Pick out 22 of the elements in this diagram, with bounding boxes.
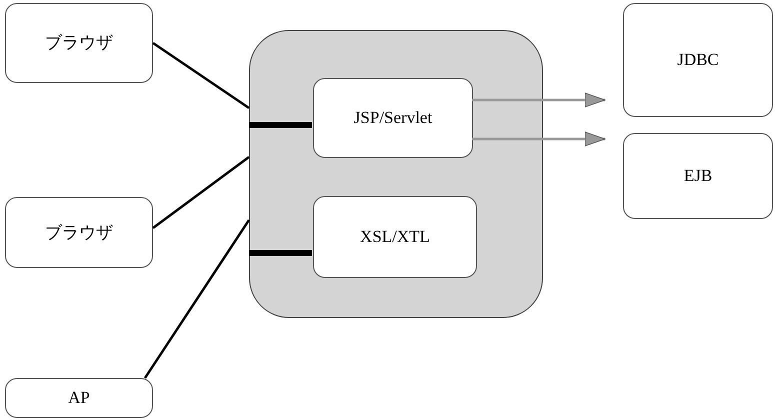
component-box <box>5 197 153 268</box>
box-label: ブラウザ <box>45 32 113 54</box>
connector-line <box>152 42 250 110</box>
arrow <box>472 132 606 146</box>
box-label: ブラウザ <box>45 222 113 244</box>
component-box <box>5 378 153 418</box>
container-box <box>249 30 543 318</box>
component-box <box>623 133 773 219</box>
connector-line <box>249 122 312 128</box>
box-label: XSL/XTL <box>360 226 430 248</box>
component-box <box>313 78 473 158</box>
connector-line <box>152 156 250 229</box>
box-label: JDBC <box>677 49 719 72</box>
component-box <box>623 3 773 117</box>
box-label: AP <box>68 387 90 410</box>
arrow <box>472 92 606 108</box>
connector-line <box>144 219 250 379</box>
component-box <box>5 3 153 83</box>
connector-line <box>249 250 312 256</box>
box-label: JSP/Servlet <box>354 107 432 130</box>
box-label: EJB <box>684 165 712 188</box>
component-box <box>313 196 477 278</box>
